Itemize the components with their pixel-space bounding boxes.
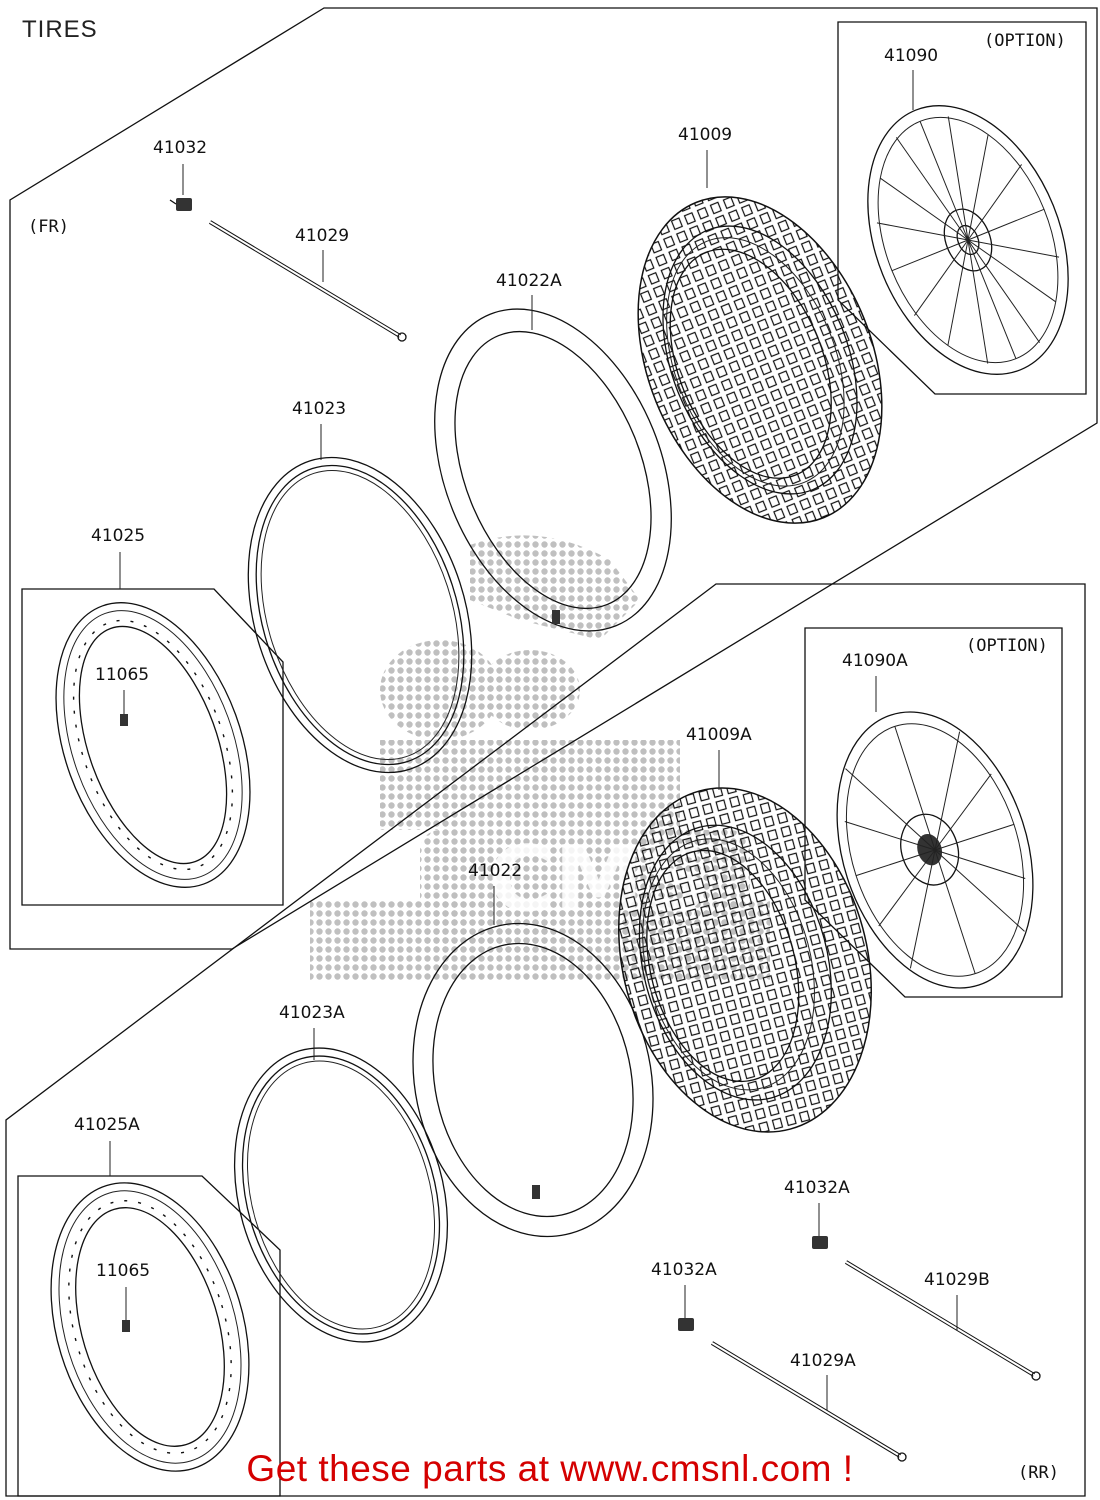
part-label-41023[interactable]: 41023 [292,399,346,419]
group-front-label: (FR) [28,217,69,237]
part-label-41032A-upper[interactable]: 41032A [784,1178,850,1198]
part-label-41023A[interactable]: 41023A [279,1003,345,1023]
promo-banner-link[interactable]: Get these parts at www.cmsnl.com ! [246,1448,854,1489]
wheel-rear-option[interactable] [804,687,1067,1014]
part-label-41022[interactable]: 41022 [468,861,522,881]
part-label-41032A-lower[interactable]: 41032A [651,1260,717,1280]
part-label-11065-front[interactable]: 11065 [95,665,149,685]
part-label-41029A[interactable]: 41029A [790,1351,856,1371]
part-label-41009[interactable]: 41009 [678,125,732,145]
rim-lock-rear[interactable] [122,1320,130,1332]
rim-lock-front[interactable] [120,714,128,726]
part-label-41090A[interactable]: 41090A [842,651,908,671]
rim-rear-box [17,1175,281,1497]
part-label-41022A[interactable]: 41022A [496,271,562,291]
tube-front-valve [552,610,560,624]
tire-front[interactable] [592,160,927,559]
rim-band-rear[interactable] [202,1023,481,1368]
rear-panel-border [5,583,1086,1497]
tube-rear[interactable] [385,901,682,1259]
spoke-nipple-rear-upper[interactable] [812,1236,828,1249]
group-rear-label: (RR) [1018,1463,1059,1483]
page-title: TIRES [22,16,98,43]
option-front-label: (OPTION) [984,31,1066,51]
part-label-41009A[interactable]: 41009A [686,725,752,745]
spoke-rear-a[interactable] [710,1341,907,1462]
spoke-nipple-front[interactable] [169,198,192,211]
part-label-41090[interactable]: 41090 [884,46,938,66]
tire-rear[interactable] [582,759,908,1160]
rim-front[interactable] [20,576,287,914]
option-rear-label: (OPTION) [966,636,1048,656]
rim-band-front[interactable] [210,428,510,801]
part-label-41032[interactable]: 41032 [153,138,207,158]
rim-front-box [21,588,284,906]
part-label-41029B[interactable]: 41029B [924,1270,990,1290]
spoke-front[interactable] [208,220,407,342]
part-label-41029[interactable]: 41029 [295,226,349,246]
part-label-41025A[interactable]: 41025A [74,1115,140,1135]
rim-rear[interactable] [18,1158,282,1495]
tube-rear-valve [532,1185,540,1199]
wheel-front-option[interactable] [830,76,1100,405]
tube-front[interactable] [390,274,716,666]
spoke-nipple-rear-lower[interactable] [678,1318,694,1331]
option-front-box [837,21,1087,395]
part-label-11065-rear[interactable]: 11065 [96,1261,150,1281]
spoke-rear-b[interactable] [844,1260,1041,1381]
leader-lines [109,70,958,1410]
part-label-41025[interactable]: 41025 [91,526,145,546]
